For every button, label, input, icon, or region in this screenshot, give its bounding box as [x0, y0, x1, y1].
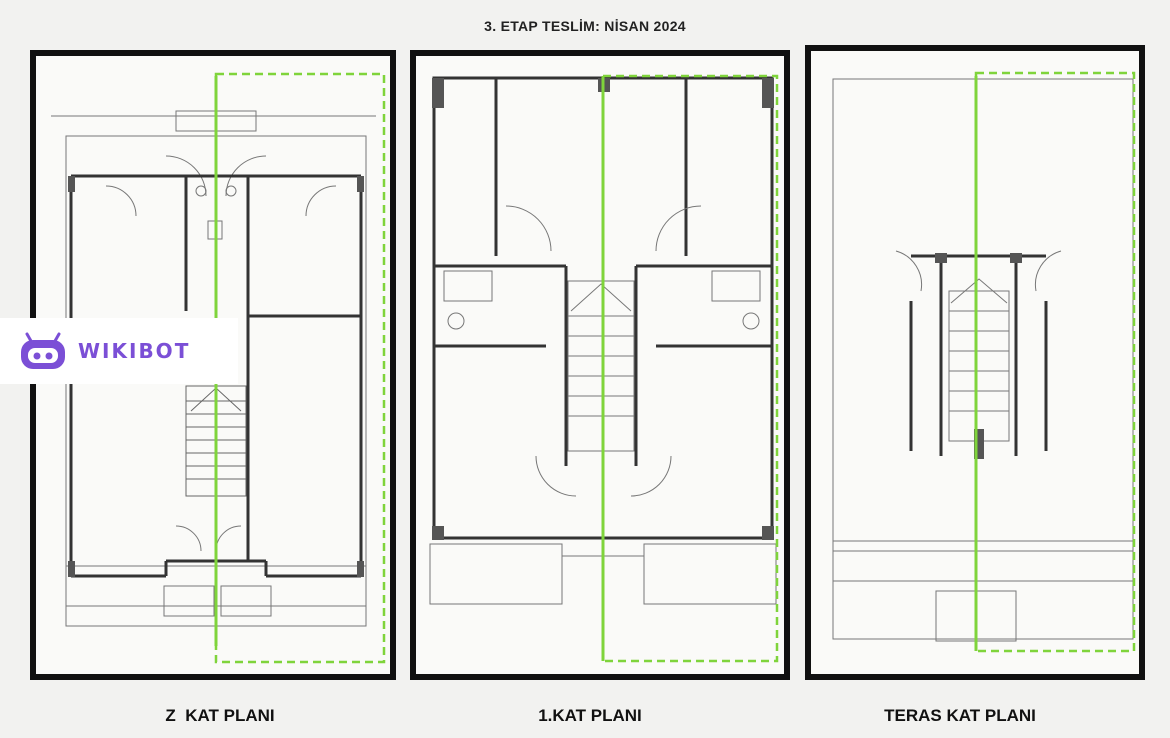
ground-floor-drawing [51, 72, 386, 664]
terrace-floor-caption: TERAS KAT PLANI [884, 706, 1036, 725]
brand-name: WIKIBOT [78, 339, 191, 363]
first-floor-plan [410, 50, 790, 680]
terrace-floor-drawing [832, 71, 1136, 653]
first-floor-drawing [429, 74, 779, 663]
ground-floor-caption: Z KAT PLANI [165, 706, 275, 725]
terrace-floor-plan [805, 45, 1145, 680]
brand-logo: WIKIBOT [0, 318, 238, 384]
robot-icon [21, 332, 65, 369]
page-title: 3. ETAP TESLİM: NİSAN 2024 [484, 18, 686, 34]
first-floor-caption: 1.KAT PLANI [538, 706, 642, 725]
